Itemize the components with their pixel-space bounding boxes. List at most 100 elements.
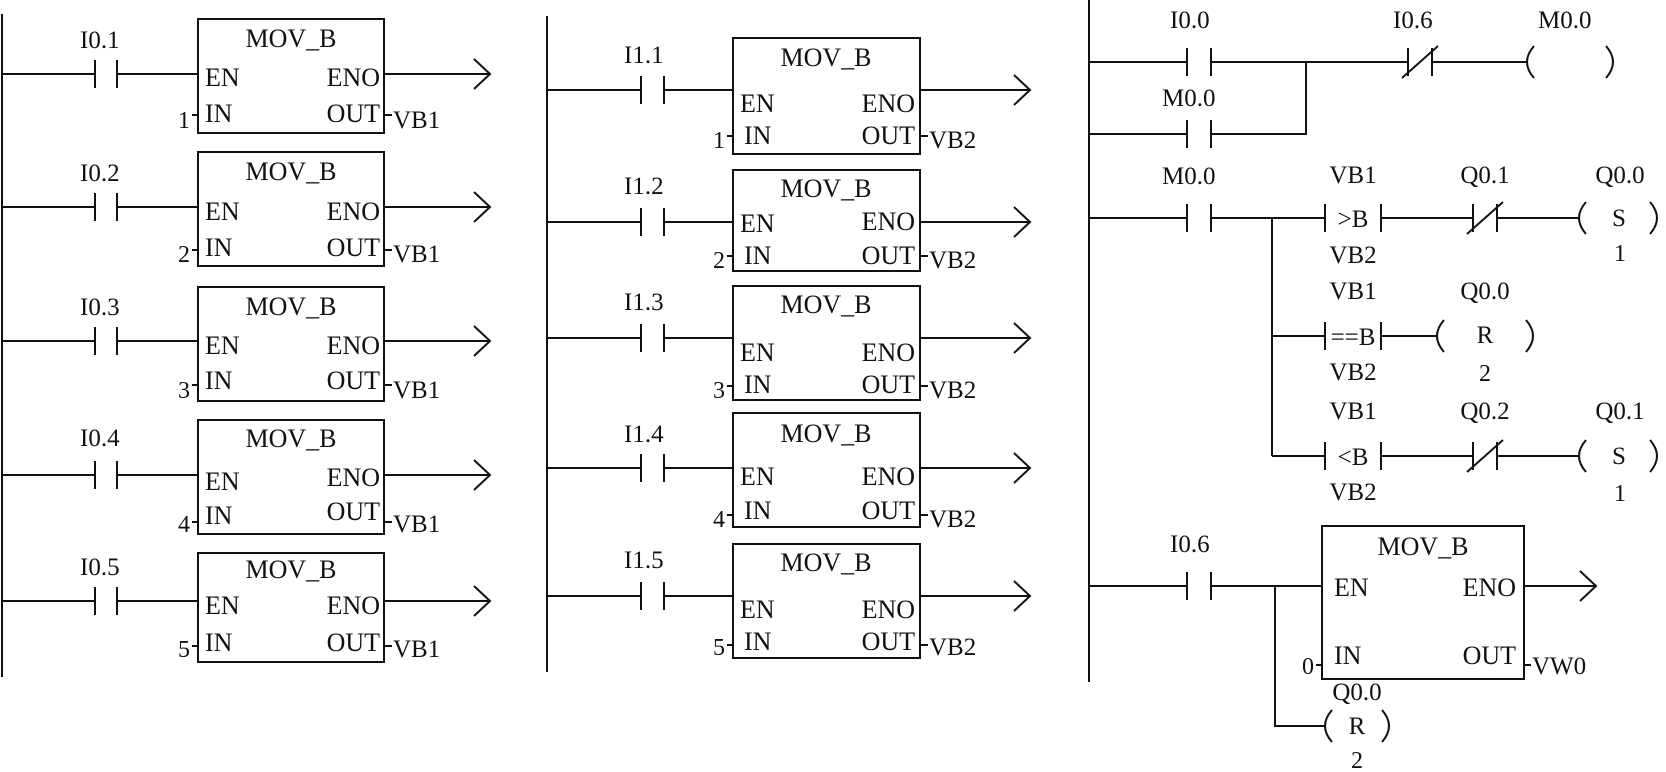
block-title: MOV_B bbox=[780, 174, 871, 203]
en-pin: EN bbox=[740, 209, 775, 238]
contact-label: I0.4 bbox=[80, 425, 120, 452]
block-title: MOV_B bbox=[780, 548, 871, 577]
coil bbox=[1578, 439, 1587, 473]
contact-label: I0.5 bbox=[80, 554, 120, 581]
eno-arrow bbox=[473, 58, 492, 90]
mov-b-box bbox=[197, 552, 385, 663]
eno-arrow bbox=[473, 325, 492, 357]
in-pin: IN bbox=[205, 628, 233, 657]
en-pin: EN bbox=[205, 197, 240, 226]
contact-label: I0.6 bbox=[1170, 531, 1210, 558]
mov-rung-col1-2: I0.2 MOV_B EN ENO IN OUT 2 VB1 bbox=[2, 151, 492, 268]
in-pin: IN bbox=[205, 99, 233, 128]
eno-pin: ENO bbox=[862, 595, 915, 624]
out-value: VB1 bbox=[393, 377, 440, 404]
contact-label: I0.6 bbox=[1393, 7, 1433, 34]
out-pin: OUT bbox=[862, 627, 916, 656]
out-value: VW0 bbox=[1532, 653, 1586, 680]
coil-label: Q0.1 bbox=[1595, 398, 1644, 425]
contact-label: I1.3 bbox=[624, 289, 664, 316]
out-pin: OUT bbox=[1463, 641, 1517, 670]
out-pin: OUT bbox=[327, 233, 381, 262]
contact-label: I0.1 bbox=[80, 27, 120, 54]
coil-count: 2 bbox=[1479, 361, 1491, 387]
eno-pin: ENO bbox=[862, 207, 915, 236]
compare-top: VB1 bbox=[1329, 398, 1376, 425]
out-pin: OUT bbox=[862, 370, 916, 399]
out-pin: OUT bbox=[327, 99, 381, 128]
in-pin: IN bbox=[1334, 641, 1362, 670]
in-value: 1 bbox=[178, 108, 190, 134]
coil bbox=[1324, 709, 1333, 743]
eno-arrow bbox=[1579, 570, 1598, 602]
coil-label: Q0.0 bbox=[1595, 162, 1644, 189]
out-pin: OUT bbox=[862, 496, 916, 525]
in-value: 4 bbox=[713, 507, 725, 533]
contact-label: I1.2 bbox=[624, 173, 664, 200]
eno-pin: ENO bbox=[327, 591, 380, 620]
compare-op: ==B bbox=[1331, 324, 1376, 351]
compare-bottom: VB2 bbox=[1329, 242, 1376, 269]
in-value: 4 bbox=[178, 512, 190, 538]
mov-b-box bbox=[197, 286, 385, 402]
in-pin: IN bbox=[744, 496, 772, 525]
block-title: MOV_B bbox=[780, 43, 871, 72]
compare-top: VB1 bbox=[1329, 278, 1376, 305]
en-pin: EN bbox=[205, 591, 240, 620]
en-pin: EN bbox=[1334, 573, 1369, 602]
coil-letter: S bbox=[1612, 205, 1626, 232]
mov-rung-col2-1: I1.1 MOV_B EN ENO IN OUT 1 VB2 bbox=[547, 37, 1032, 155]
out-pin: OUT bbox=[327, 628, 381, 657]
eno-arrow bbox=[1013, 74, 1032, 106]
contact-label: I1.5 bbox=[624, 547, 664, 574]
block-title: MOV_B bbox=[245, 424, 336, 453]
coil-count: 2 bbox=[1351, 748, 1363, 772]
compare-rungs: M0.0 >B VB1 VB2 Q0.1 S Q0.0 1 ==B VB1 VB… bbox=[1089, 162, 1658, 507]
mov-rung-col2-4: I1.4 MOV_B EN ENO IN OUT 4 VB2 bbox=[547, 412, 1032, 533]
in-value: 5 bbox=[178, 637, 190, 663]
contact-label: I0.3 bbox=[80, 294, 120, 321]
coil-count: 1 bbox=[1614, 241, 1626, 267]
contact-label: Q0.1 bbox=[1460, 162, 1509, 189]
mov-rung-col2-5: I1.5 MOV_B EN ENO IN OUT 5 VB2 bbox=[547, 543, 1032, 661]
in-value: 0 bbox=[1302, 654, 1314, 680]
mov-rung-col1-3: I0.3 MOV_B EN ENO IN OUT 3 VB1 bbox=[2, 286, 492, 404]
eno-pin: ENO bbox=[327, 463, 380, 492]
mov-b-box bbox=[732, 37, 921, 155]
in-pin: IN bbox=[205, 233, 233, 262]
eno-arrow bbox=[473, 585, 492, 617]
mov-b-box bbox=[732, 543, 921, 659]
coil bbox=[1578, 201, 1587, 235]
in-pin: IN bbox=[744, 121, 772, 150]
out-value: VB1 bbox=[393, 511, 440, 538]
in-value: 5 bbox=[713, 635, 725, 661]
en-pin: EN bbox=[740, 462, 775, 491]
out-value: VB2 bbox=[929, 127, 976, 154]
en-pin: EN bbox=[740, 595, 775, 624]
in-pin: IN bbox=[744, 627, 772, 656]
in-value: 2 bbox=[713, 248, 725, 274]
in-value: 2 bbox=[178, 242, 190, 268]
eno-arrow bbox=[1013, 206, 1032, 238]
compare-top: VB1 bbox=[1329, 162, 1376, 189]
mov-b-box bbox=[197, 151, 385, 267]
mov-b-box bbox=[197, 18, 385, 134]
out-pin: OUT bbox=[862, 121, 916, 150]
block-title: MOV_B bbox=[245, 24, 336, 53]
out-value: VB1 bbox=[393, 241, 440, 268]
eno-pin: ENO bbox=[327, 63, 380, 92]
en-pin: EN bbox=[205, 63, 240, 92]
in-value: 3 bbox=[713, 378, 725, 404]
out-value: VB2 bbox=[929, 634, 976, 661]
coil-letter: S bbox=[1612, 443, 1626, 470]
en-pin: EN bbox=[740, 338, 775, 367]
in-value: 1 bbox=[713, 128, 725, 154]
eno-arrow bbox=[1013, 580, 1032, 612]
mov-rung-col1-1: I0.1 MOV_B EN ENO IN OUT 1 VB1 bbox=[2, 18, 492, 134]
en-pin: EN bbox=[205, 467, 240, 496]
coil-label: Q0.0 bbox=[1332, 679, 1381, 706]
coil bbox=[1526, 45, 1535, 79]
mov-rung-col2-2: I1.2 MOV_B EN ENO IN OUT 2 VB2 bbox=[547, 169, 1032, 274]
block-title: MOV_B bbox=[1377, 532, 1468, 561]
